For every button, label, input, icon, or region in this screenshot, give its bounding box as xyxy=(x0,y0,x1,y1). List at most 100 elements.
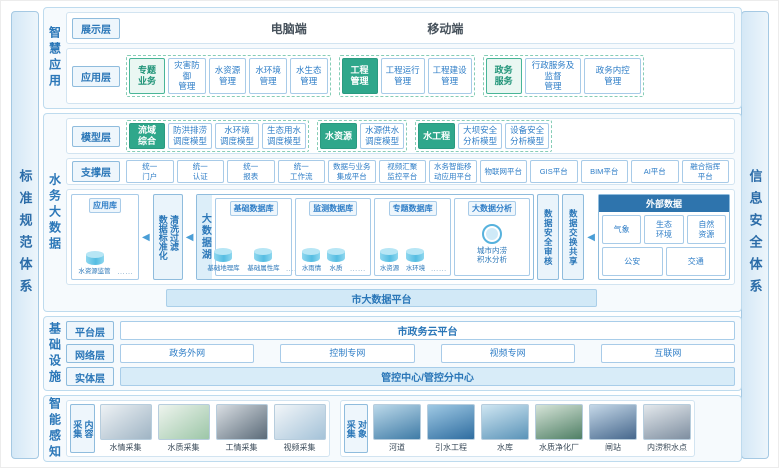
collection-object-item: 水库 xyxy=(481,404,529,453)
collection-content-item: 工情采集 xyxy=(215,404,268,453)
group-header: 流域 综合 xyxy=(129,123,165,149)
water-diversion-project-photo xyxy=(427,404,475,440)
collection-content-group: 采集 内容 水情采集 水质采集 工情采集 xyxy=(66,400,330,457)
platform-layer-row: 平台层 市政务云平台 xyxy=(66,321,735,340)
group-special-business: 专题 业务 灾害防御 管理 水资源 管理 水环境 管理 水生态 管理 xyxy=(126,55,331,97)
water-level-collection-photo xyxy=(99,404,152,440)
data-security-audit-box: 数据安全审核 xyxy=(537,194,560,280)
ellipsis-more: …… xyxy=(117,267,133,276)
big-data-analysis-panel: 大数据分析 城市内涝 积水分析 xyxy=(453,198,531,276)
model-item: 水源供水 调度模型 xyxy=(360,123,405,149)
collection-object-item: 闸站 xyxy=(589,404,637,453)
security-system-label: 信息安全体系 xyxy=(747,169,763,301)
analysis-icon xyxy=(482,224,503,244)
database-cylinder-icon xyxy=(254,247,273,262)
section-water-big-data-title: 水务大数据 xyxy=(47,172,62,253)
support-item: 物联网平台 xyxy=(479,160,527,183)
gov-cloud-platform-bar: 市政务云平台 xyxy=(120,321,735,340)
section-intelligent-perception: 智能感知 采集 内容 水情采集 水质采集 xyxy=(43,395,742,462)
data-flow-row: 应用库 水资源监管 …… ◀ 数据标准化 清洗过滤 ◀ xyxy=(66,189,735,285)
big-data-lake-panel: 大数据湖 基础数据库 基础地理库 xyxy=(196,194,535,280)
main-diagram-column: 智慧应用 展示层 电脑端 移动端 应用层 专题 业务 灾害防御 管理 xyxy=(43,7,742,462)
application-layer-chip: 应用层 xyxy=(72,65,120,87)
section-intelligent-perception-title: 智能感知 xyxy=(47,396,62,461)
flow-arrow-left-icon: ◀ xyxy=(185,231,194,243)
external-data-item: 自然 资源 xyxy=(686,215,726,244)
network-layer-row: 网络层 政务外网 控制专网 视频专网 互联网 xyxy=(66,344,735,363)
platform-layer-chip: 平台层 xyxy=(66,321,114,340)
support-item: 融合指挥 平台 xyxy=(681,160,729,183)
basic-database-panel: 基础数据库 基础地理库 基础属性库 xyxy=(207,198,302,276)
group-header: 工程 管理 xyxy=(341,58,378,94)
analysis-caption: 城市内涝 积水分析 xyxy=(477,246,508,264)
database-cylinder-icon xyxy=(380,247,399,262)
collection-content-label: 采集 内容 xyxy=(70,404,95,453)
pc-terminal-label: 电脑端 xyxy=(270,21,307,36)
collection-object-item: 内涝积水点 xyxy=(643,404,691,453)
group-header: 专题 业务 xyxy=(129,58,165,94)
flow-arrow-left-icon: ◀ xyxy=(142,231,150,243)
support-item: 统一 报表 xyxy=(227,160,275,183)
application-database-title: 应用库 xyxy=(89,198,121,213)
network-item: 政务外网 xyxy=(120,344,255,363)
river-channel-photo xyxy=(373,404,421,440)
control-center-bar: 管控中心/管控分中心 xyxy=(120,367,735,386)
group-basin-comprehensive: 流域 综合 防洪排涝 调度模型 水环境 调度模型 生态用水 调度模型 xyxy=(126,120,310,152)
mobile-terminal-label: 移动端 xyxy=(427,21,464,36)
water-purification-plant-photo xyxy=(535,404,583,440)
entity-layer-chip: 实体层 xyxy=(66,367,114,386)
collection-object-item: 水质净化厂 xyxy=(535,404,583,453)
external-data-item: 气象 xyxy=(602,215,642,244)
group-government-service: 政务 服务 行政服务及监督 管理 政务内控 管理 xyxy=(482,55,645,97)
collection-content-item: 视频采集 xyxy=(273,404,326,453)
water-quality-collection-photo xyxy=(157,404,210,440)
model-item: 生态用水 调度模型 xyxy=(262,123,307,149)
group-header: 水资源 xyxy=(320,123,358,149)
network-layer-chip: 网络层 xyxy=(66,344,114,363)
database-cylinder-icon xyxy=(302,247,321,262)
standards-system-bar: 标准规范体系 xyxy=(11,11,39,459)
app-item: 水环境 管理 xyxy=(249,58,287,94)
external-data-header: 外部数据 xyxy=(599,195,729,212)
standards-system-label: 标准规范体系 xyxy=(17,169,33,301)
external-data-item: 交通 xyxy=(665,247,726,276)
model-item: 设备安全 分析模型 xyxy=(505,123,550,149)
model-item: 水环境 调度模型 xyxy=(215,123,260,149)
support-item: 水务智能移 动应用平台 xyxy=(429,160,477,183)
database-cylinder-icon xyxy=(326,247,345,262)
big-data-lake-label: 大数据湖 xyxy=(197,195,213,279)
external-data-panel: 外部数据 气象 生态 环境 自然 资源 公安 交通 xyxy=(598,194,730,280)
support-item: 统一 工作流 xyxy=(277,160,325,183)
app-item: 水生态 管理 xyxy=(289,58,328,94)
collection-object-label: 采集 对象 xyxy=(343,404,368,453)
engineering-condition-collection-photo xyxy=(215,404,268,440)
section-smart-application-title: 智慧应用 xyxy=(47,26,62,90)
waterlogging-point-photo xyxy=(643,404,691,440)
group-water-resource: 水资源 水源供水 调度模型 xyxy=(317,120,408,152)
group-water-engineering: 水工程 大坝安全 分析模型 设备安全 分析模型 xyxy=(415,120,553,152)
model-layer-chip: 模型层 xyxy=(72,125,120,147)
database-cylinder-icon xyxy=(214,247,233,262)
model-item: 防洪排涝 调度模型 xyxy=(168,123,213,149)
external-data-item: 公安 xyxy=(602,247,663,276)
security-system-bar: 信息安全体系 xyxy=(741,11,769,459)
support-item: BIM平台 xyxy=(580,160,628,183)
data-cleaning-filter-box: 数据标准化 清洗过滤 xyxy=(152,194,183,280)
app-item: 政务内控 管理 xyxy=(584,58,642,94)
collection-object-item: 河道 xyxy=(373,404,421,453)
support-item: GIS平台 xyxy=(530,160,578,183)
flow-arrow-left-icon: ◀ xyxy=(587,231,595,243)
collection-object-item: 引水工程 xyxy=(427,404,475,453)
app-item: 灾害防御 管理 xyxy=(168,58,206,94)
network-item: 视频专网 xyxy=(440,344,575,363)
group-header: 政务 服务 xyxy=(485,58,522,94)
app-item: 工程运行 管理 xyxy=(380,58,425,94)
database-caption: 水资源监管 xyxy=(78,268,111,275)
display-layer-row: 展示层 电脑端 移动端 xyxy=(66,12,735,44)
app-item: 水资源 管理 xyxy=(208,58,247,94)
model-item: 大坝安全 分析模型 xyxy=(458,123,503,149)
entity-layer-row: 实体层 管控中心/管控分中心 xyxy=(66,367,735,386)
database-cylinder-icon xyxy=(406,247,425,262)
support-item: 数据与业务 集成平台 xyxy=(328,160,376,183)
